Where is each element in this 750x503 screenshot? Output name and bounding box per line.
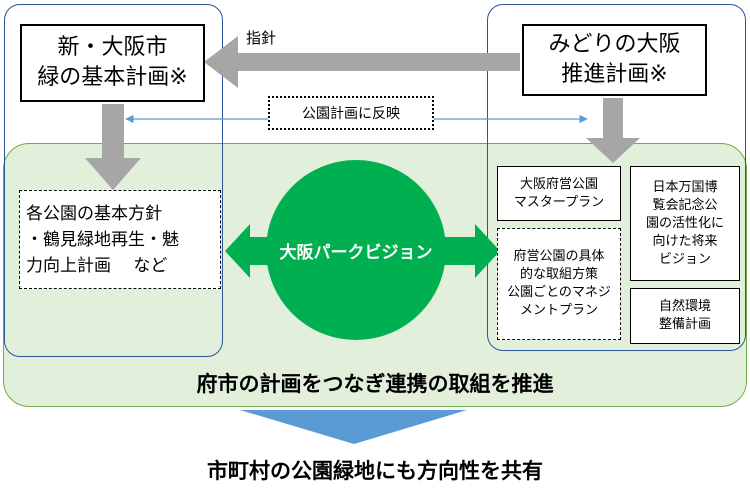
city-green-plan-line2: 緑の基本計画※ [37, 65, 188, 90]
management-plan-line1: 府営公園の具体 [513, 249, 605, 264]
master-plan-line2: マスタープラン [513, 194, 605, 210]
master-plan-box: 大阪府営公園 マスタープラン [497, 166, 621, 221]
management-plan-line3: 公園ごとのマネジ [507, 285, 611, 300]
city-frame [4, 4, 223, 357]
left-down-arrow [85, 104, 141, 190]
nature-plan-line2: 整備計画 [658, 317, 711, 332]
management-plan-line4: メントプラン [519, 303, 598, 318]
expo-vision-box: 日本万国博 覧会記念公 園の活性化に 向けた将来 ビジョン [630, 166, 740, 281]
management-plan-line2: 的な取組方策 [519, 267, 598, 282]
master-plan-line1: 大阪府営公園 [519, 176, 598, 192]
management-plan-box: 府営公園の具体 的な取組方策 公園ごとのマネジ メントプラン [497, 228, 621, 340]
share-arrow [240, 410, 467, 444]
expo-vision-line3: 園の活性化に [645, 215, 724, 231]
reflect-label: 公園計画に反映 [302, 106, 400, 122]
nature-plan-line1: 自然環境 [658, 299, 711, 314]
expo-vision-line4: 向けた将来 [652, 233, 718, 249]
expo-vision-line1: 日本万国博 [652, 179, 718, 195]
nature-plan-box: 自然環境 整備計画 [630, 288, 740, 344]
city-green-plan-line1: 新・大阪市 [57, 35, 168, 60]
city-park-plans-line1: 各公園の基本方針 [26, 203, 162, 224]
guideline-label: 指針 [246, 29, 277, 47]
osaka-green-plan-line1: みどりの大阪 [548, 32, 681, 57]
municipal-caption: 市町村の公園緑地にも方向性を共有 [207, 459, 543, 483]
osaka-green-plan-line2: 推進計画※ [561, 62, 668, 87]
city-green-plan-box: 新・大阪市 緑の基本計画※ [20, 24, 205, 102]
right-down-arrow [586, 98, 640, 163]
city-park-plans-line3: 力向上計画 など [26, 255, 168, 276]
city-park-plans-line2: ・鶴見緑地再生・魅 [26, 229, 179, 250]
collaboration-caption: 府市の計画をつなぎ連携の取組を推進 [196, 372, 554, 396]
expo-vision-line2: 覧会記念公 [652, 197, 718, 213]
osaka-green-plan-box: みどりの大阪 推進計画※ [522, 24, 707, 96]
expo-vision-line5: ビジョン [658, 251, 711, 267]
prefecture-frame [487, 4, 746, 351]
osaka-park-vision-label: 大阪パークビジョン [279, 243, 433, 263]
city-park-plans-box: 各公園の基本方針 ・鶴見緑地再生・魅 力向上計画 など [19, 190, 221, 289]
reflect-label-box: 公園計画に反映 [268, 96, 434, 130]
guideline-arrow [204, 36, 520, 88]
vision-circle [266, 160, 446, 340]
